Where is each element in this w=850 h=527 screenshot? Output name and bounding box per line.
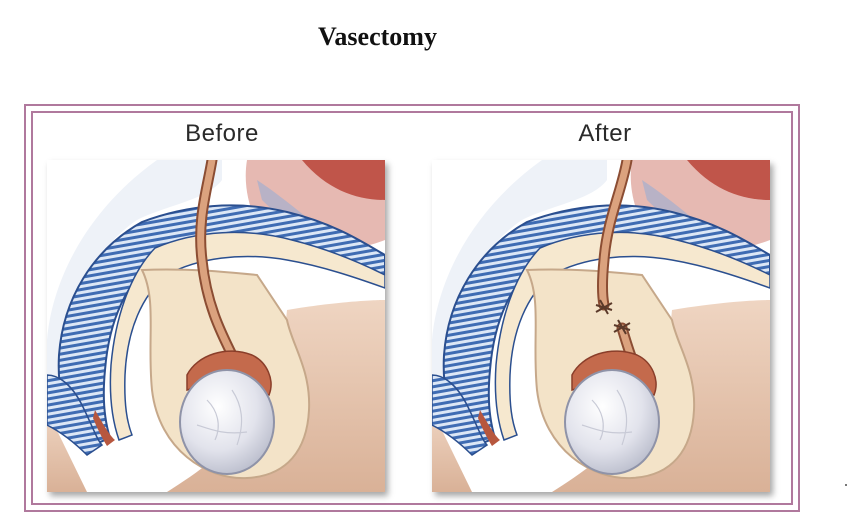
after-illustration bbox=[432, 160, 770, 492]
vas-deferens bbox=[197, 160, 241, 369]
ligation-upper bbox=[595, 299, 613, 315]
outer-tissue bbox=[47, 160, 222, 425]
stray-dot bbox=[845, 484, 847, 486]
ligation-lower bbox=[613, 319, 631, 335]
testis bbox=[179, 369, 275, 475]
rectum-shape bbox=[302, 160, 385, 200]
before-label: Before bbox=[185, 120, 259, 147]
after-label: After bbox=[578, 120, 632, 147]
testis bbox=[564, 369, 660, 475]
page-title: Vasectomy bbox=[318, 22, 437, 51]
vas-deferens-upper bbox=[599, 160, 631, 309]
glans bbox=[47, 374, 104, 456]
before-illustration bbox=[47, 160, 385, 492]
